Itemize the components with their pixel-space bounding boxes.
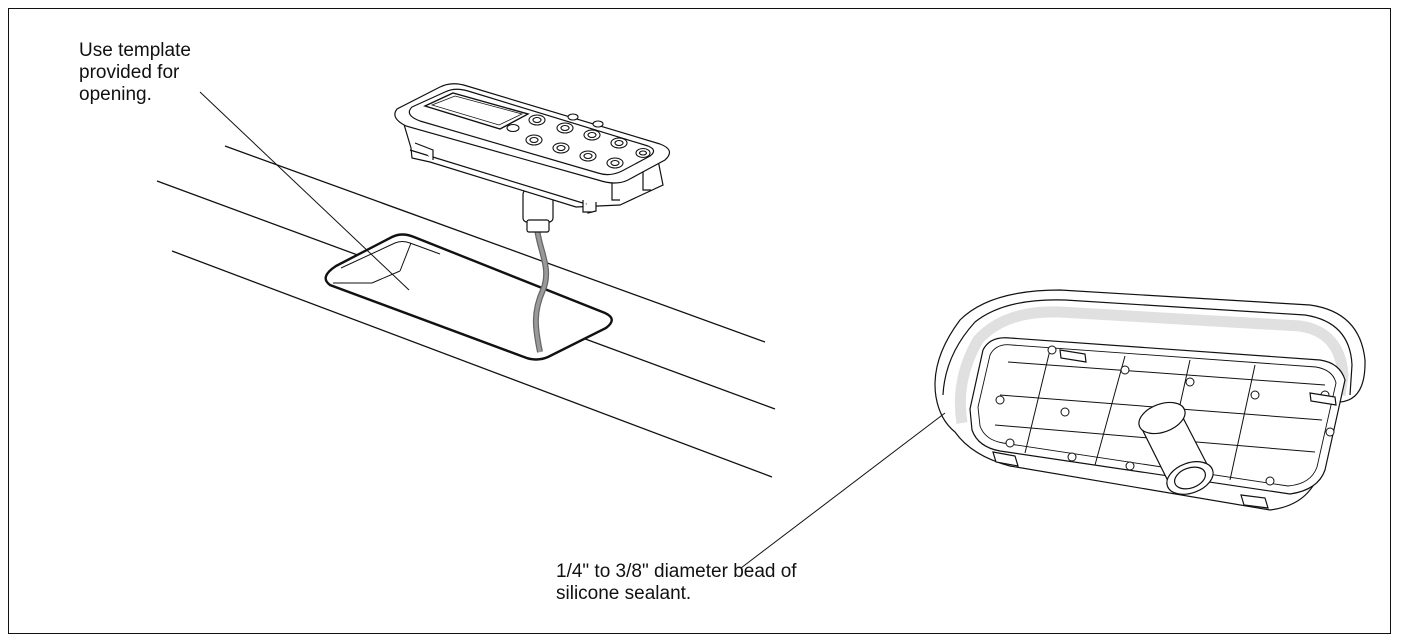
sealant-callout-line-1: 1/4" to 3/8" diameter bead of — [556, 561, 797, 582]
template-callout-line-2: provided for — [79, 62, 180, 83]
sealant-callout: 1/4" to 3/8" diameter bead of silicone s… — [556, 561, 916, 605]
panel-underside-housing — [934, 289, 1366, 511]
keypad-buttons — [506, 113, 651, 169]
control-panel-keypad — [394, 83, 671, 233]
sealant-callout-line-2: silicone sealant. — [556, 583, 692, 604]
template-leader-line — [199, 91, 410, 291]
template-callout-line-1: Use template — [79, 40, 191, 61]
diagram-border — [8, 8, 1391, 634]
sealant-leader-line — [740, 412, 946, 569]
deck-cutout-opening — [324, 233, 613, 361]
silicone-sealant-bead — [954, 306, 1349, 424]
template-callout: Use template provided for opening. — [79, 40, 269, 106]
template-callout-line-3: opening. — [79, 84, 152, 105]
